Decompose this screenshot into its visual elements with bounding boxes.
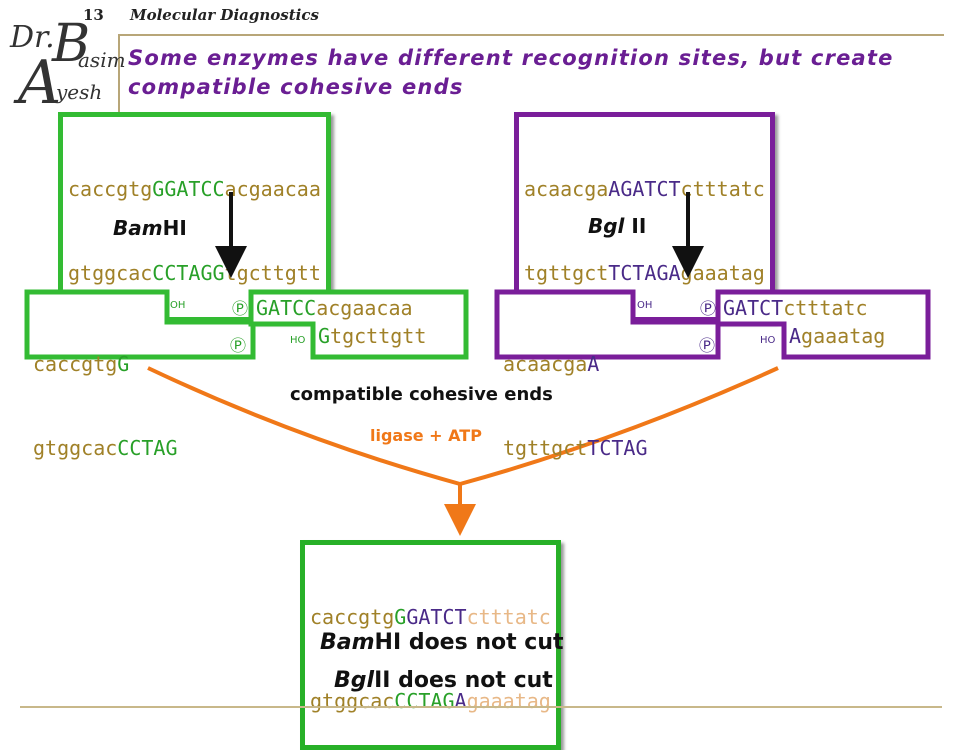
bamhi-label: BamHI <box>113 216 187 240</box>
bglii-left-oh: OH <box>637 300 653 311</box>
arrows-layer <box>147 192 779 536</box>
bglii-right-fragment-bottom: Agaaatag <box>789 324 886 348</box>
cut-fragment-outlines <box>24 289 931 360</box>
header-vertical-rule <box>118 34 120 114</box>
slide-title: Some enzymes have different recognition … <box>128 46 894 99</box>
course-title: Molecular Diagnostics <box>130 6 319 24</box>
bglii-right-fragment-top: GATCTctttatc <box>723 296 868 320</box>
bglii-left-fragment: acaacgaA tgttgctTCTAG <box>503 352 648 460</box>
header-rule <box>118 34 944 36</box>
bglii-dna-top-strand: acaacgaAGATCTctttatc <box>524 177 765 201</box>
bglii-right-ho: HO <box>760 335 776 346</box>
bamhi-dna-top-strand: caccgtgGGATCCacgaacaa <box>68 177 321 201</box>
bglii-right-phosphate: Ⓟ <box>700 299 717 318</box>
author-logo: Dr. B asim A yesh <box>10 14 126 118</box>
bglii-dna-duplex: acaacgaAGATCTctttatc tgttgctTCTAGAgaaata… <box>514 112 775 322</box>
bglii-left-phosphate: Ⓟ <box>699 336 716 355</box>
bamhi-right-ho: HO <box>290 335 306 346</box>
ligase-label: ligase + ATP <box>370 426 482 445</box>
bglii-label: Bgl II <box>588 214 647 238</box>
bglii-dna-bottom-strand: tgttgctTCTAGAgaaatag <box>524 261 765 285</box>
bglii-does-not-cut: BglII does not cut <box>334 668 553 693</box>
hybrid-top-strand: caccgtgGGATCTctttatc <box>310 605 551 629</box>
bamhi-left-fragment: caccgtgG gtggcacCCTAG <box>33 352 178 460</box>
bamhi-left-oh: OH <box>170 300 186 311</box>
bamhi-left-phosphate: Ⓟ <box>230 336 247 355</box>
bamhi-right-fragment-bottom: Gtgcttgtt <box>318 324 427 348</box>
right-orange-arrow <box>459 366 779 486</box>
bamhi-right-fragment-top: GATCCacgaacaa <box>256 296 413 320</box>
hybrid-bottom-strand: gtggcacCCTAGAgaaatag <box>310 689 551 713</box>
left-orange-arrow <box>147 366 461 486</box>
slide-number: 13 <box>83 6 104 24</box>
bamhi-does-not-cut: BamHI does not cut <box>320 630 564 655</box>
bamhi-right-phosphate: Ⓟ <box>232 299 249 318</box>
footer-rule <box>20 706 942 708</box>
hybrid-dna-duplex: caccgtgGGATCTctttatc gtggcacCCTAGAgaaata… <box>300 540 561 750</box>
compatible-ends-label: compatible cohesive ends <box>290 384 553 405</box>
